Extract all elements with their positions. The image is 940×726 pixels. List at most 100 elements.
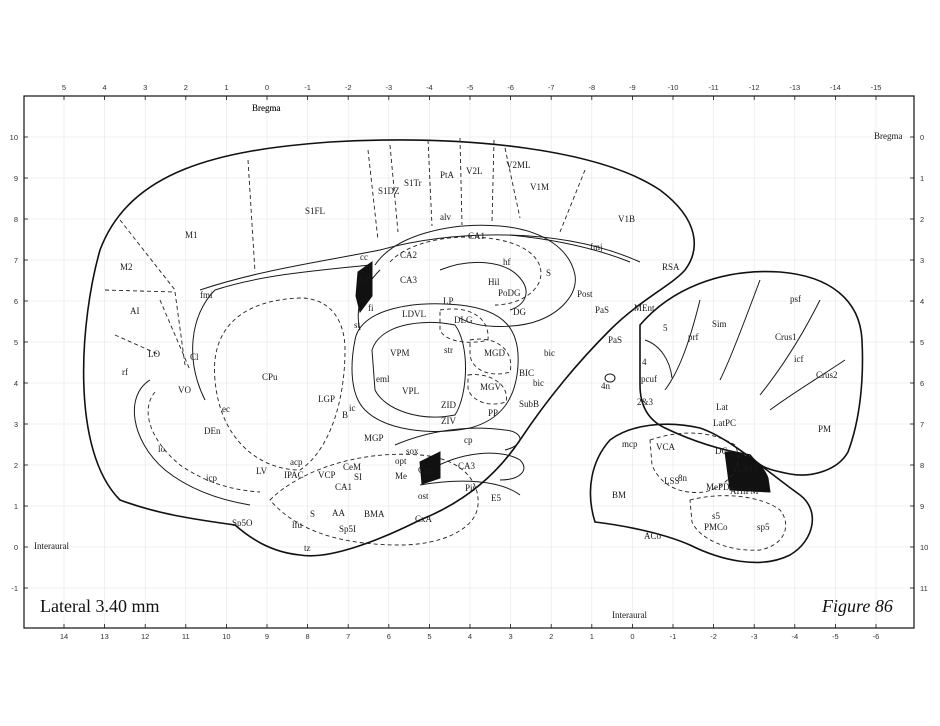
- right-tick-label: 2: [920, 215, 924, 224]
- right-tick-label: 1: [920, 174, 924, 183]
- region-label: LSS: [664, 476, 680, 486]
- region-label: CxA: [415, 514, 433, 524]
- region-label: LP: [443, 296, 454, 306]
- right-tick-label: 9: [920, 502, 924, 511]
- left-tick-label: 5: [14, 338, 18, 347]
- region-label: Cop: [418, 465, 434, 475]
- region-label: str: [444, 345, 453, 355]
- ca3-ventral: [429, 452, 525, 481]
- region-label: CA1: [468, 231, 485, 241]
- bottom-tick-label: 3: [509, 632, 513, 641]
- top-tick-label: -7: [548, 83, 555, 92]
- region-label: fmi: [200, 290, 213, 300]
- olfactory-bulb-inner: [134, 379, 251, 506]
- interaural-label-bottom: Interaural: [612, 610, 647, 620]
- region-label: E5: [491, 493, 501, 503]
- bottom-tick-label: 1: [590, 632, 594, 641]
- bottom-tick-label: 10: [222, 632, 230, 641]
- region-label: opt: [395, 456, 407, 466]
- region-label: Crus2: [816, 370, 838, 380]
- region-label: PM: [818, 424, 831, 434]
- left-tick-label: 7: [14, 256, 18, 265]
- top-tick-label: -4: [426, 83, 433, 92]
- left-tick-label: 1: [14, 502, 18, 511]
- left-tick-label: -1: [11, 584, 18, 593]
- right-tick-label: 4: [920, 297, 924, 306]
- region-label: V1B: [618, 214, 635, 224]
- right-tick-label: 6: [920, 379, 924, 388]
- bregma-label-top: Bregma: [252, 103, 281, 113]
- region-label: MGD: [484, 348, 506, 358]
- region-label: prf: [688, 332, 699, 342]
- left-tick-label: 0: [14, 543, 18, 552]
- cerebellum-fissures: [664, 279, 846, 411]
- region-label: LR4V: [737, 464, 760, 474]
- region-label: Hil: [488, 277, 500, 287]
- region-label: Lat: [716, 402, 728, 412]
- top-tick-label: -8: [588, 83, 595, 92]
- region-label: V2L: [466, 166, 483, 176]
- top-tick-label: -6: [507, 83, 514, 92]
- region-label: DLG: [454, 315, 473, 325]
- region-label: Post: [577, 289, 593, 299]
- region-label: 8n: [678, 473, 688, 483]
- brainstem-outline: [589, 423, 814, 564]
- region-label: DC: [715, 446, 728, 456]
- right-tick-label: 11: [920, 584, 928, 593]
- region-label: SI: [354, 472, 362, 482]
- hippocampus-outline: [374, 224, 576, 327]
- region-label: IPAC: [284, 470, 304, 480]
- region-label: icp: [206, 473, 217, 483]
- region-label: PP: [488, 408, 498, 418]
- region-label: bic: [544, 348, 555, 358]
- region-label: fi: [368, 303, 374, 313]
- region-label: rf: [122, 367, 128, 377]
- region-label: DG: [513, 307, 526, 317]
- region-label: CA1: [335, 482, 352, 492]
- left-tick-label: 3: [14, 420, 18, 429]
- cerebral-peduncle: [394, 427, 521, 451]
- region-label: VCA: [656, 442, 676, 452]
- top-tick-label: 3: [143, 83, 147, 92]
- right-tick-label: 10: [920, 543, 928, 552]
- region-label: eml: [376, 374, 390, 384]
- region-label: acp: [290, 457, 303, 467]
- region-label: mcp: [622, 439, 638, 449]
- region-label: AI: [130, 306, 140, 316]
- region-label: S1Tr: [404, 178, 422, 188]
- left-tick-label: 6: [14, 297, 18, 306]
- thalamus-inner: [371, 321, 466, 418]
- region-label: Bregma: [252, 103, 281, 113]
- region-label: lfu: [292, 520, 302, 530]
- left-tick-label: 9: [14, 174, 18, 183]
- bottom-tick-label: 8: [306, 632, 310, 641]
- region-label: LO: [148, 349, 160, 359]
- caudate-putamen-outline: [214, 297, 346, 471]
- region-label: LV: [256, 466, 268, 476]
- region-label: PaS: [608, 335, 622, 345]
- region-label: BIC: [519, 368, 534, 378]
- left-tick-label: 8: [14, 215, 18, 224]
- ca1-ventral: [419, 480, 521, 496]
- top-tick-label: -1: [304, 83, 311, 92]
- region-label: VO: [178, 385, 191, 395]
- mgv: [467, 374, 507, 405]
- bottom-tick-label: -3: [751, 632, 758, 641]
- region-label: CPu: [262, 372, 278, 382]
- white-matter-fmi: [192, 264, 371, 401]
- region-label: ost: [418, 491, 429, 501]
- region-label: B: [342, 410, 348, 420]
- right-tick-label: 0: [920, 133, 924, 142]
- bottom-tick-label: 13: [100, 632, 108, 641]
- region-label: ZIV: [441, 416, 456, 426]
- region-label: RSA: [662, 262, 680, 272]
- region-label: Pir: [465, 483, 476, 493]
- region-label: 5: [663, 323, 668, 333]
- right-tick-label: 7: [920, 420, 924, 429]
- top-tick-label: -15: [871, 83, 882, 92]
- coordinate-grid: [24, 96, 914, 628]
- region-label: bic: [533, 378, 544, 388]
- bregma-label-right: Bregma: [874, 131, 903, 141]
